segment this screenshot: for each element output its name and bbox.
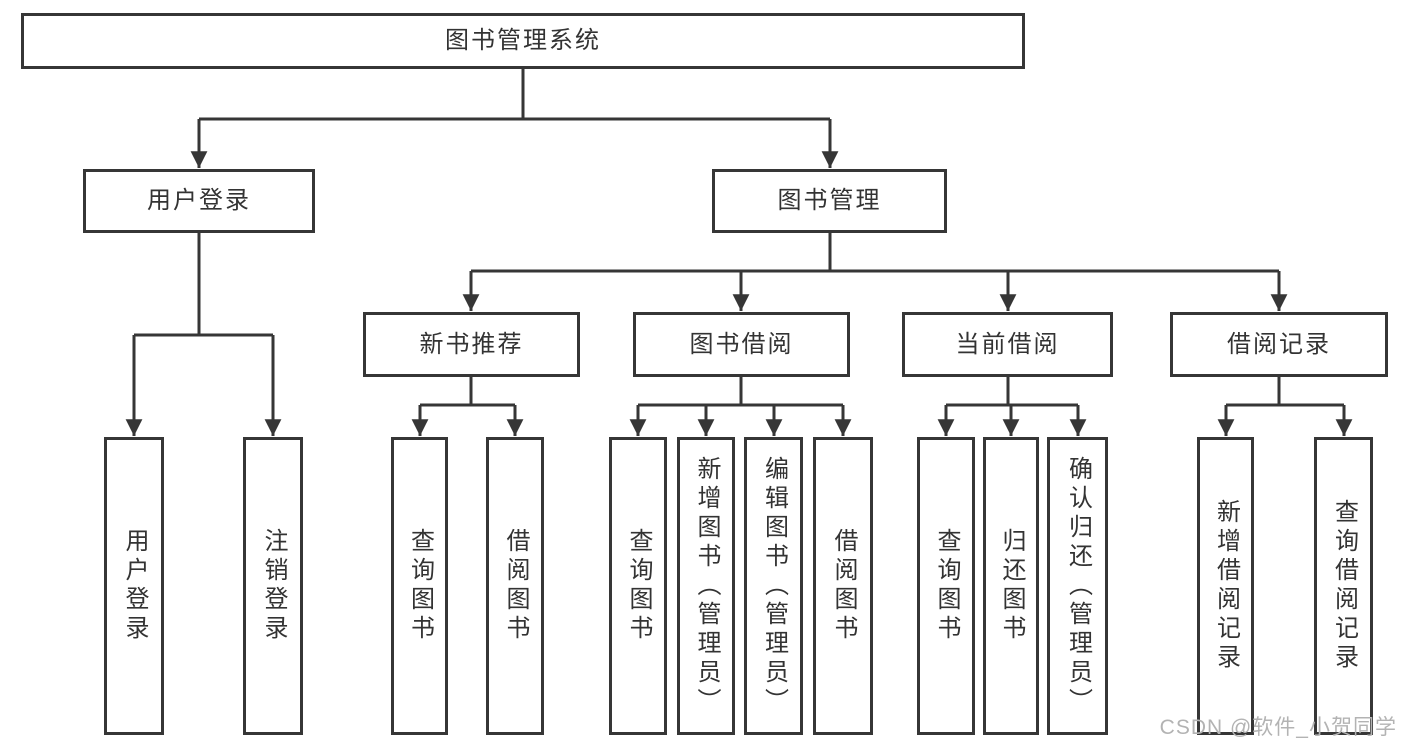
leaf-add-book-admin: 新增图书（管理员） xyxy=(677,437,735,735)
node-label: 用户登录 xyxy=(147,187,251,214)
node-label: 当前借阅 xyxy=(955,330,1060,358)
node-new-book-recommendation: 新书推荐 xyxy=(363,312,580,377)
node-label: 新增借阅记录 xyxy=(1212,499,1240,673)
leaf-logout: 注销登录 xyxy=(243,437,303,735)
line-currentborrow-split xyxy=(946,377,1078,407)
node-book-borrowing: 图书借阅 xyxy=(633,312,850,377)
leaf-add-borrow-record: 新增借阅记录 xyxy=(1197,437,1254,735)
node-label: 查询图书 xyxy=(933,528,960,644)
node-label: 注销登录 xyxy=(260,528,287,644)
leaf-confirm-return-admin: 确认归还（管理员） xyxy=(1047,437,1108,735)
node-label: 确认归还（管理员） xyxy=(1064,455,1092,717)
node-current-borrowing: 当前借阅 xyxy=(902,312,1113,377)
line-newbook-split xyxy=(420,377,515,407)
node-label: 查询图书 xyxy=(406,528,434,644)
node-label: 图书借阅 xyxy=(689,330,794,358)
node-label: 查询图书 xyxy=(625,528,652,644)
node-borrowing-records: 借阅记录 xyxy=(1170,312,1388,377)
node-label: 借阅记录 xyxy=(1227,330,1331,358)
watermark: CSDN @软件_小贺同学 xyxy=(1159,716,1397,739)
node-book-management: 图书管理 xyxy=(712,169,947,233)
node-label: 编辑图书（管理员） xyxy=(760,455,788,717)
node-label: 图书管理 xyxy=(777,187,882,214)
node-label: 借阅图书 xyxy=(830,528,857,644)
line-borrowrecord-split xyxy=(1226,377,1344,407)
leaf-query-books-current: 查询图书 xyxy=(917,437,975,735)
leaf-borrow-books-recommend: 借阅图书 xyxy=(486,437,544,735)
node-label: 借阅图书 xyxy=(502,528,529,644)
leaf-user-login: 用户登录 xyxy=(104,437,164,735)
node-label: 新增图书（管理员） xyxy=(693,455,720,717)
node-user-login: 用户登录 xyxy=(83,169,315,233)
line-bookborrow-split xyxy=(638,377,843,407)
leaf-return-book: 归还图书 xyxy=(983,437,1039,735)
node-label: 用户登录 xyxy=(121,528,148,644)
leaf-query-books-recommend: 查询图书 xyxy=(391,437,448,735)
node-label: 查询借阅记录 xyxy=(1330,499,1358,673)
line-userlogin-split xyxy=(134,233,273,337)
leaf-edit-book-admin: 编辑图书（管理员） xyxy=(744,437,803,735)
leaf-query-books-borrowing: 查询图书 xyxy=(609,437,667,735)
line-bookmgmt-split xyxy=(471,233,1279,273)
leaf-query-borrow-record: 查询借阅记录 xyxy=(1314,437,1373,735)
line-root-split xyxy=(199,69,830,121)
node-library-management-system: 图书管理系统 xyxy=(21,13,1025,69)
node-label: 图书管理系统 xyxy=(445,27,601,54)
node-label: 新书推荐 xyxy=(419,330,524,358)
leaf-borrow-books-borrowing: 借阅图书 xyxy=(813,437,873,735)
node-label: 归还图书 xyxy=(998,528,1025,644)
